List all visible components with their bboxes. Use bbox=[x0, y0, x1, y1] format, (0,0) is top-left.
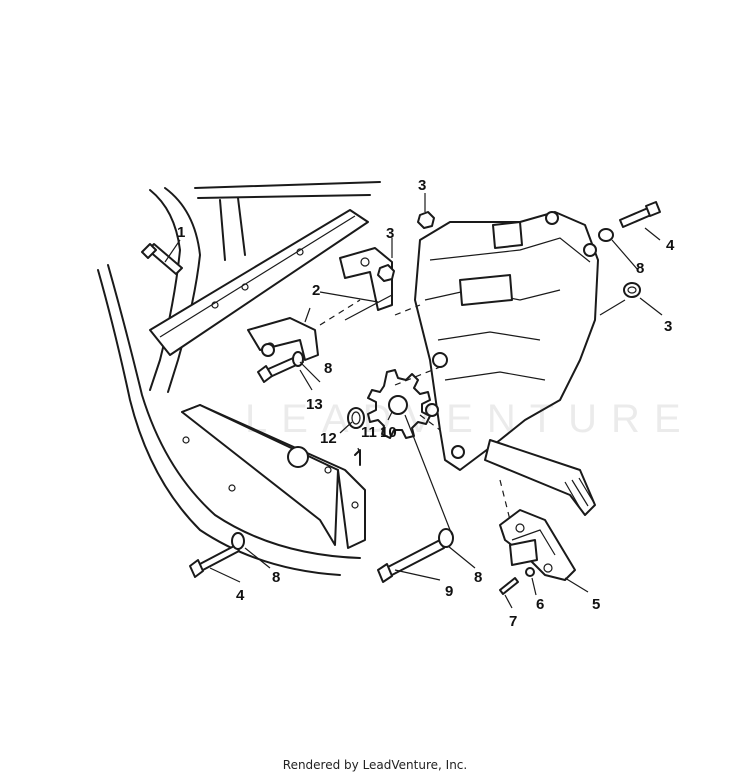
callout-6: 6 bbox=[536, 596, 544, 613]
lower-mount-plate bbox=[181, 404, 366, 549]
watermark-text: LEADVENTURE bbox=[245, 397, 695, 441]
callout-4-left: 4 bbox=[236, 587, 245, 604]
callout-1: 1 bbox=[177, 224, 185, 241]
frame-tubes bbox=[97, 181, 381, 576]
bolts bbox=[141, 201, 661, 583]
watermark: LEADVENTURE bbox=[245, 397, 695, 441]
brackets bbox=[247, 247, 393, 361]
callout-3-right: 3 bbox=[664, 318, 672, 335]
callout-9: 9 bbox=[445, 583, 453, 600]
callout-2: 2 bbox=[312, 282, 320, 299]
callout-5: 5 bbox=[592, 596, 600, 613]
drive-sprocket bbox=[367, 369, 431, 439]
callout-8-bolt9: 8 bbox=[474, 569, 482, 586]
callout-8-bolt13: 8 bbox=[324, 360, 332, 377]
callout-11: 11 bbox=[361, 424, 377, 441]
leader-lines bbox=[164, 193, 663, 609]
callout-3-bracket: 3 bbox=[386, 225, 394, 242]
upper-mount-bar bbox=[149, 209, 369, 356]
callout-3-top: 3 bbox=[418, 177, 426, 194]
callout-8-lower-left: 8 bbox=[272, 569, 280, 586]
callout-7: 7 bbox=[509, 613, 517, 630]
alignment-lines bbox=[319, 299, 511, 521]
footer-credit: Rendered by LeadVenture, Inc. bbox=[282, 758, 468, 772]
transmission-housing bbox=[414, 211, 599, 471]
chain-tensioner bbox=[499, 509, 576, 595]
callout-labels: 1 2 3 3 3 4 4 5 6 7 8 8 8 8 9 10 11 12 1… bbox=[177, 177, 675, 630]
callout-12: 12 bbox=[320, 430, 337, 447]
snap-ring-and-washer bbox=[347, 407, 365, 466]
callout-8-right: 8 bbox=[636, 260, 644, 277]
output-shaft bbox=[484, 439, 596, 516]
callout-13: 13 bbox=[306, 396, 323, 413]
callout-10: 10 bbox=[380, 424, 397, 441]
callout-4-right: 4 bbox=[666, 237, 675, 254]
